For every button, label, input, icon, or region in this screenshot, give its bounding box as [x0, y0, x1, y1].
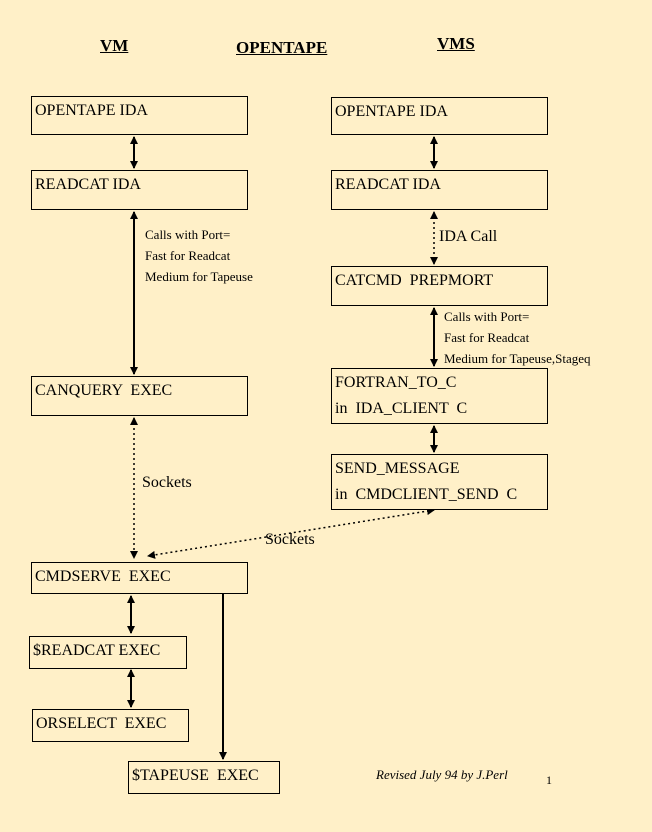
arrow-sendmessage-cmdserve-sockets	[147, 507, 435, 559]
diagram-title: OPENTAPE	[236, 38, 328, 57]
vms-readcat-ida-box: READCAT IDA	[331, 170, 548, 210]
vm-readcat-dollar-exec-box: $READCAT EXEC	[29, 636, 187, 669]
vm-port-note: Calls with Port= Fast for Readcat Medium…	[145, 227, 253, 284]
vms-opentape-ida-box: OPENTAPE IDA	[331, 97, 548, 135]
vm-canquery-exec-box: CANQUERY EXEC	[31, 376, 248, 416]
vms-fortran-to-c-box: FORTRAN_TO_C in IDA_CLIENT C	[331, 368, 548, 424]
vms-send-message-box: SEND_MESSAGE in CMDCLIENT_SEND C	[331, 454, 548, 510]
vms-column-header: VMS	[437, 34, 475, 53]
page-number: 1	[546, 773, 552, 787]
sockets-vm-label: Sockets	[142, 474, 192, 491]
vm-tapeuse-exec-box: $TAPEUSE EXEC	[128, 761, 280, 794]
vms-catcmd-prepmort-box: CATCMD PREPMORT	[331, 266, 548, 306]
vm-opentape-ida-box: OPENTAPE IDA	[31, 96, 248, 135]
vm-cmdserve-exec-box: CMDSERVE EXEC	[31, 562, 248, 594]
vms-port-note: Calls with Port= Fast for Readcat Medium…	[444, 309, 591, 366]
vm-column-header: VM	[100, 36, 129, 55]
revision-note: Revised July 94 by J.Perl	[376, 767, 508, 782]
vm-readcat-ida-box: READCAT IDA	[31, 170, 248, 210]
vm-orselect-exec-box: ORSELECT EXEC	[32, 709, 189, 742]
ida-call-label: IDA Call	[439, 228, 498, 245]
sockets-cross-label: Sockets	[265, 531, 315, 548]
